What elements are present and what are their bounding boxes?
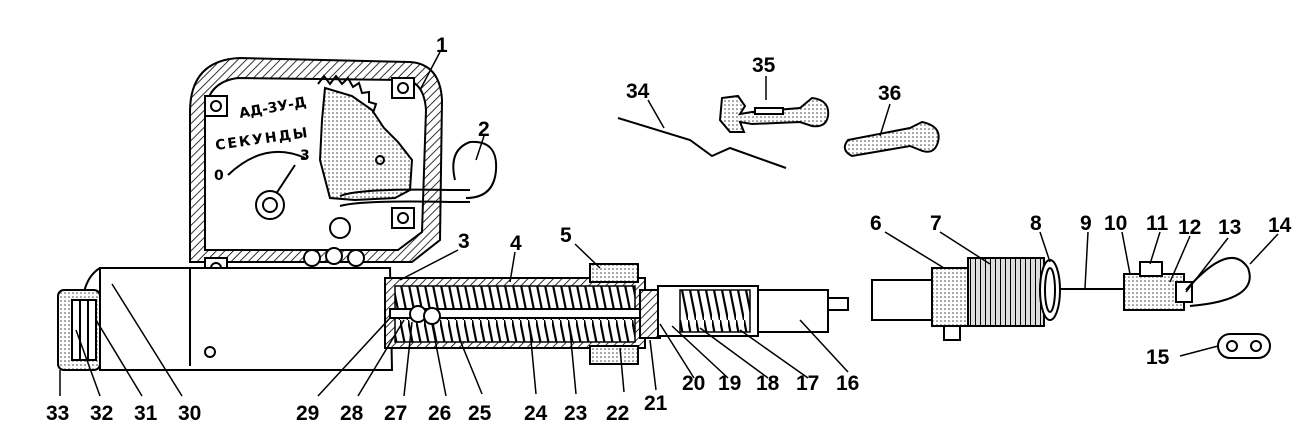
label-33: 33 <box>46 402 69 425</box>
spring-barrel <box>384 263 646 365</box>
label-23: 23 <box>564 402 587 425</box>
label-17: 17 <box>796 372 819 395</box>
label-1: 1 <box>436 34 448 57</box>
label-7: 7 <box>930 212 942 235</box>
dial-scale-max: 3 <box>300 148 310 164</box>
label-36: 36 <box>878 82 901 105</box>
label-14: 14 <box>1268 214 1292 237</box>
label-5: 5 <box>560 224 572 247</box>
label-4: 4 <box>510 232 522 255</box>
label-2: 2 <box>478 118 490 141</box>
label-9: 9 <box>1080 212 1092 235</box>
main-cylinder <box>80 267 394 371</box>
label-15: 15 <box>1146 346 1170 369</box>
label-24: 24 <box>524 402 548 425</box>
label-25: 25 <box>468 402 492 425</box>
label-16: 16 <box>836 372 859 395</box>
dial-scale-min: 0 <box>214 168 224 184</box>
adjuster-screws <box>303 217 365 267</box>
threaded-coupler <box>871 257 1061 341</box>
label-32: 32 <box>90 402 113 425</box>
label-35: 35 <box>752 54 776 77</box>
label-8: 8 <box>1030 212 1042 235</box>
label-30: 30 <box>178 402 201 425</box>
callout-labels: 1 2 3 4 5 6 7 8 9 10 11 12 13 14 15 16 1… <box>46 34 1292 425</box>
label-10: 10 <box>1104 212 1127 235</box>
label-28: 28 <box>340 402 364 425</box>
washer <box>1217 333 1271 359</box>
label-19: 19 <box>718 372 741 395</box>
label-6: 6 <box>870 212 882 235</box>
label-11: 11 <box>1146 212 1169 235</box>
wire-clamp <box>1123 257 1251 311</box>
label-12: 12 <box>1178 216 1201 239</box>
label-18: 18 <box>756 372 780 395</box>
label-13: 13 <box>1218 216 1241 239</box>
pin-tool <box>617 117 787 169</box>
piston-guide <box>639 285 849 339</box>
label-22: 22 <box>606 402 629 425</box>
label-26: 26 <box>428 402 451 425</box>
leader-lines <box>59 51 1279 397</box>
single-wrench <box>843 120 940 158</box>
label-3: 3 <box>458 230 470 253</box>
end-cap <box>57 289 101 371</box>
label-20: 20 <box>682 372 705 395</box>
wire-loop <box>339 140 498 207</box>
label-27: 27 <box>384 402 407 425</box>
label-34: 34 <box>626 80 650 103</box>
label-21: 21 <box>644 392 668 415</box>
double-wrench <box>718 94 830 133</box>
label-31: 31 <box>134 402 158 425</box>
label-29: 29 <box>296 402 319 425</box>
